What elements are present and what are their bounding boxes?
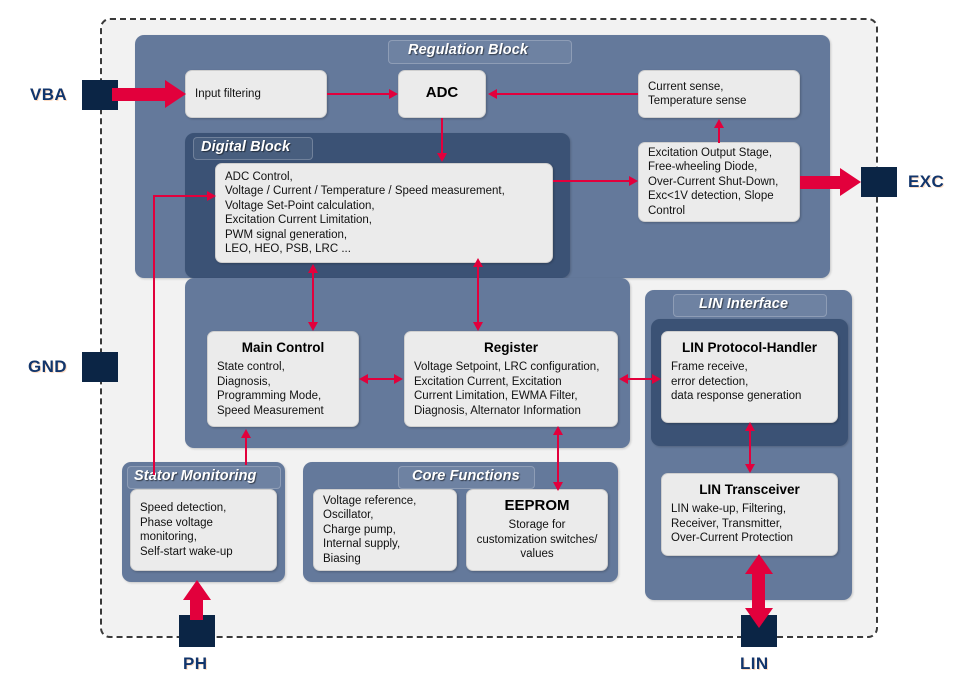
arrowhead-digital-core-from-adc <box>437 153 447 162</box>
eeprom-body: Storage for customization switches/ valu… <box>476 519 598 560</box>
arrowhead-eeprom-in <box>553 482 563 491</box>
connector-excitation-to-current-sense <box>718 128 720 143</box>
arrowhead-main-control-down <box>308 322 318 331</box>
pin-label-vba: VBA <box>30 85 68 104</box>
connector-ph-pin-to-stator <box>190 598 203 620</box>
lin-transceiver-body: LIN wake-up, Filtering, Receiver, Transm… <box>671 503 794 544</box>
connector-lin-handler-transceiver <box>749 430 751 466</box>
arrowhead-register-from-lin <box>619 374 628 384</box>
box-excitation-output-stage[interactable]: Excitation Output Stage, Free-wheeling D… <box>638 142 800 222</box>
pin-label-ph: PH <box>183 654 208 673</box>
adc-heading: ADC <box>425 83 459 101</box>
core-analog-body: Voltage reference, Oscillator, Charge pu… <box>323 494 417 565</box>
connector-current-sense-to-adc <box>497 93 638 95</box>
box-main-control[interactable]: Main Control State control, Diagnosis, P… <box>207 331 359 427</box>
box-core-analog[interactable]: Voltage reference, Oscillator, Charge pu… <box>313 489 457 571</box>
connector-lin-transceiver-to-pin <box>752 570 765 618</box>
arrowhead-register-right <box>394 374 403 384</box>
arrowhead-main-control-up <box>308 264 318 273</box>
digital-core-body: ADC Control, Voltage / Current / Tempera… <box>225 170 505 256</box>
eeprom-heading: EEPROM <box>504 497 570 514</box>
arrowhead-adc-from-sense <box>488 89 497 99</box>
connector-stator-to-digital-core <box>153 195 209 197</box>
stator-functions-body: Speed detection, Phase voltage monitorin… <box>140 502 233 558</box>
pin-label-lin: LIN <box>740 654 769 673</box>
digital-block-title-plate <box>193 137 313 160</box>
arrowhead-vba-in <box>165 80 186 108</box>
arrowhead-digital-core-from-stator <box>207 191 216 201</box>
lin-interface-title-plate <box>673 294 827 317</box>
box-lin-transceiver[interactable]: LIN Transceiver LIN wake-up, Filtering, … <box>661 473 838 556</box>
main-control-body: State control, Diagnosis, Programming Mo… <box>217 361 324 417</box>
arrowhead-excitation-in <box>629 176 638 186</box>
stator-monitoring-title-plate <box>127 466 281 489</box>
arrowhead-lin-handler-in <box>652 374 661 384</box>
arrowhead-exc-out <box>840 168 861 196</box>
arrowhead-register-down <box>473 322 483 331</box>
box-lin-protocol-handler[interactable]: LIN Protocol-Handler Frame receive, erro… <box>661 331 838 423</box>
arrowhead-lin-handler-from-transceiver <box>745 422 755 431</box>
regulation-block-title-plate <box>388 40 572 64</box>
connector-vba-to-input-filtering <box>112 88 167 101</box>
group-title-stator-monitoring: Stator Monitoring <box>134 468 257 484</box>
box-stator-functions[interactable]: Speed detection, Phase voltage monitorin… <box>130 489 277 571</box>
group-title-digital-block: Digital Block <box>201 139 291 155</box>
box-current-sense[interactable]: Current sense, Temperature sense <box>638 70 800 118</box>
pin-ph[interactable] <box>179 615 215 647</box>
current-sense-body: Current sense, Temperature sense <box>648 80 747 108</box>
group-title-core-functions: Core Functions <box>412 468 520 484</box>
connector-digital-core-to-excitation <box>553 180 629 182</box>
pin-gnd[interactable] <box>82 352 118 382</box>
lin-protocol-handler-heading: LIN Protocol-Handler <box>681 340 817 355</box>
arrowhead-main-control-from-stator <box>241 429 251 438</box>
lin-transceiver-heading: LIN Transceiver <box>699 482 800 497</box>
arrowhead-lin-transceiver-in <box>745 464 755 473</box>
register-body: Voltage Setpoint, LRC configuration, Exc… <box>414 361 600 417</box>
main-control-heading: Main Control <box>241 340 325 355</box>
box-register[interactable]: Register Voltage Setpoint, LRC configura… <box>404 331 618 427</box>
connector-register-eeprom <box>557 434 559 484</box>
connector-register-lin-handler <box>626 378 654 380</box>
arrowhead-stator-from-ph <box>183 580 211 600</box>
arrowhead-current-sense-from-excitation <box>714 119 724 128</box>
connector-excitation-to-exc-pin <box>800 176 844 189</box>
register-heading: Register <box>483 340 539 355</box>
input-filtering-body: Input filtering <box>195 87 261 100</box>
connector-stator-to-main-control <box>245 437 247 465</box>
arrowhead-lin-up <box>745 554 773 574</box>
arrowhead-to-adc <box>389 89 398 99</box>
box-input-filtering[interactable]: Input filtering <box>185 70 327 118</box>
pin-label-gnd: GND <box>28 357 67 376</box>
box-adc[interactable]: ADC <box>398 70 486 118</box>
group-title-lin-interface: LIN Interface <box>699 296 789 312</box>
box-digital-core[interactable]: ADC Control, Voltage / Current / Tempera… <box>215 163 553 263</box>
box-eeprom[interactable]: EEPROM Storage for customization switche… <box>466 489 608 571</box>
arrowhead-main-control-left <box>359 374 368 384</box>
connector-adc-to-digital-core <box>441 118 443 154</box>
connector-stator-riser <box>153 195 155 475</box>
group-title-regulation-block: Regulation Block <box>408 42 529 58</box>
connector-digital-core-main-control <box>312 272 314 324</box>
chip-dashed-boundary <box>100 18 878 638</box>
connector-digital-core-register <box>477 266 479 324</box>
excitation-output-body: Excitation Output Stage, Free-wheeling D… <box>648 146 779 217</box>
lin-protocol-handler-body: Frame receive, error detection, data res… <box>671 361 802 402</box>
arrowhead-register-from-eeprom <box>553 426 563 435</box>
connector-main-control-register <box>366 378 396 380</box>
arrowhead-lin-down <box>745 608 773 628</box>
pin-label-exc: EXC <box>908 172 945 191</box>
connector-input-filtering-to-adc <box>327 93 389 95</box>
arrowhead-register-up <box>473 258 483 267</box>
core-functions-title-plate <box>398 466 535 489</box>
pin-exc[interactable] <box>861 167 897 197</box>
